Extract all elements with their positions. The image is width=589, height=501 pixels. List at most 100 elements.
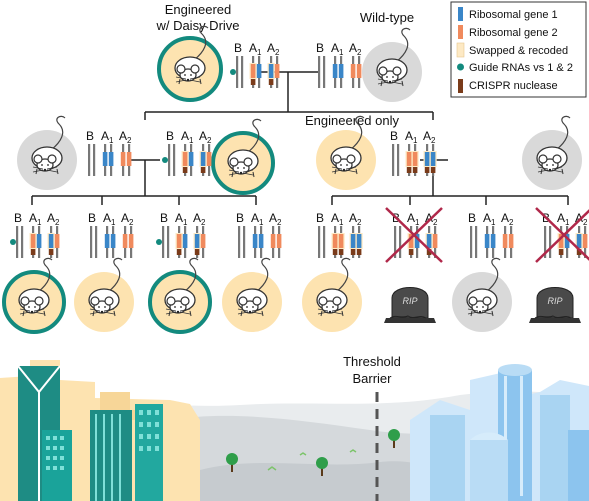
chromosome-b xyxy=(475,226,478,258)
swapped-gene xyxy=(408,234,414,248)
legend-item-guide-rnas: Guide RNAs vs 1 & 2 xyxy=(457,62,573,74)
ribosomal-gene xyxy=(122,234,128,248)
wild-type-title: Wild-type xyxy=(360,10,414,25)
ribosomal-gene xyxy=(356,64,362,78)
svg-text:Swapped & recoded: Swapped & recoded xyxy=(469,45,568,57)
legend: Ribosomal gene 1 Ribosomal gene 2 Swappe… xyxy=(450,1,587,98)
ribosomal-gene xyxy=(256,64,262,78)
swapped-gene xyxy=(48,234,54,248)
crispr-nuclease xyxy=(576,249,582,255)
gene-label-a1: A1 xyxy=(331,211,344,227)
barrier-label: Barrier xyxy=(352,371,392,386)
gene-label-b: B xyxy=(160,211,168,225)
ribosomal-gene xyxy=(414,234,420,248)
gene-label-a1: A1 xyxy=(405,129,418,145)
crispr-nuclease xyxy=(426,249,432,255)
legend-item-ribosomal-gene-2: Ribosomal gene 2 xyxy=(458,25,558,39)
chromosome-b xyxy=(236,56,239,88)
gene-label-a1: A1 xyxy=(103,211,116,227)
chromosome-b xyxy=(88,144,91,176)
ribosomal-gene xyxy=(252,234,258,248)
ribosomal-gene xyxy=(274,64,280,78)
ribosomal-gene xyxy=(102,152,108,166)
engineered-title: Engineered xyxy=(165,2,232,17)
swapped-gene xyxy=(30,234,36,248)
swapped-gene xyxy=(558,234,564,248)
gene-label-a1: A1 xyxy=(101,129,114,145)
swapped-gene xyxy=(424,152,430,166)
crispr-nuclease xyxy=(350,249,356,255)
chromosome-b xyxy=(162,226,165,258)
crispr-nuclease xyxy=(406,167,412,173)
ribosomal-gene xyxy=(270,234,276,248)
gene-label-b: B xyxy=(88,211,96,225)
ribosomal-gene xyxy=(350,64,356,78)
gene-label-a2: A2 xyxy=(267,41,280,57)
crispr-nuclease xyxy=(268,79,274,85)
gene-label-b: B xyxy=(86,129,94,143)
chromosome-b xyxy=(470,226,473,258)
ribosomal-gene xyxy=(128,234,134,248)
gene-label-a2: A2 xyxy=(47,211,60,227)
ribosomal-gene xyxy=(484,234,490,248)
crispr-nuclease xyxy=(412,167,418,173)
ribosomal-gene xyxy=(200,234,206,248)
gene-label-a1: A1 xyxy=(331,41,344,57)
gene-label-b: B xyxy=(166,129,174,143)
cross-mark-icon xyxy=(535,209,589,263)
swapped-gene xyxy=(338,234,344,248)
guide-rna-dot xyxy=(10,239,16,245)
chromosome-b xyxy=(238,226,241,258)
gene-label-a2: A2 xyxy=(423,129,436,145)
svg-text:RIP: RIP xyxy=(402,296,417,306)
chromosome-b xyxy=(243,226,246,258)
swapped-gene xyxy=(412,152,418,166)
crispr-nuclease xyxy=(182,167,188,173)
swapped-gene xyxy=(576,234,582,248)
guide-rna-dot xyxy=(156,239,162,245)
gene-label-a1: A1 xyxy=(175,211,188,227)
chromosome-b xyxy=(397,144,400,176)
swapped-gene xyxy=(426,234,432,248)
crispr-nuclease xyxy=(194,249,200,255)
ribosomal-gene xyxy=(126,152,132,166)
crispr-nuclease xyxy=(332,249,338,255)
tombstone-icon: RIP xyxy=(528,287,582,324)
ribosomal-gene xyxy=(338,64,344,78)
legend-item-ribosomal-gene-1: Ribosomal gene 1 xyxy=(458,7,558,21)
gene-label-b: B xyxy=(316,41,324,55)
gene-label-a2: A2 xyxy=(119,129,132,145)
gene-label-a1: A1 xyxy=(407,211,420,227)
crispr-nuclease xyxy=(408,249,414,255)
chromosome-b xyxy=(90,226,93,258)
ribosomal-gene xyxy=(490,234,496,248)
city-right xyxy=(410,364,589,501)
chromosome-b xyxy=(241,56,244,88)
chromosome-b xyxy=(323,56,326,88)
gene-label-a1: A1 xyxy=(181,129,194,145)
ribosomal-gene xyxy=(54,234,60,248)
engineered-only-label: Engineered only xyxy=(305,113,399,128)
chromosome-b xyxy=(93,144,96,176)
swapped-gene xyxy=(250,64,256,78)
trees xyxy=(225,428,401,477)
gene-label-b: B xyxy=(316,211,324,225)
crispr-nuclease xyxy=(30,249,36,255)
swapped-gene xyxy=(350,234,356,248)
svg-text:Guide RNAs vs 1 & 2: Guide RNAs vs 1 & 2 xyxy=(469,62,573,74)
legend-item-crispr-nuclease: CRISPR nuclease xyxy=(458,79,558,93)
ribosomal-gene xyxy=(182,234,188,248)
gene-label-a2: A2 xyxy=(193,211,206,227)
ribosomal-gene xyxy=(110,234,116,248)
threshold-label: Threshold xyxy=(343,354,401,369)
